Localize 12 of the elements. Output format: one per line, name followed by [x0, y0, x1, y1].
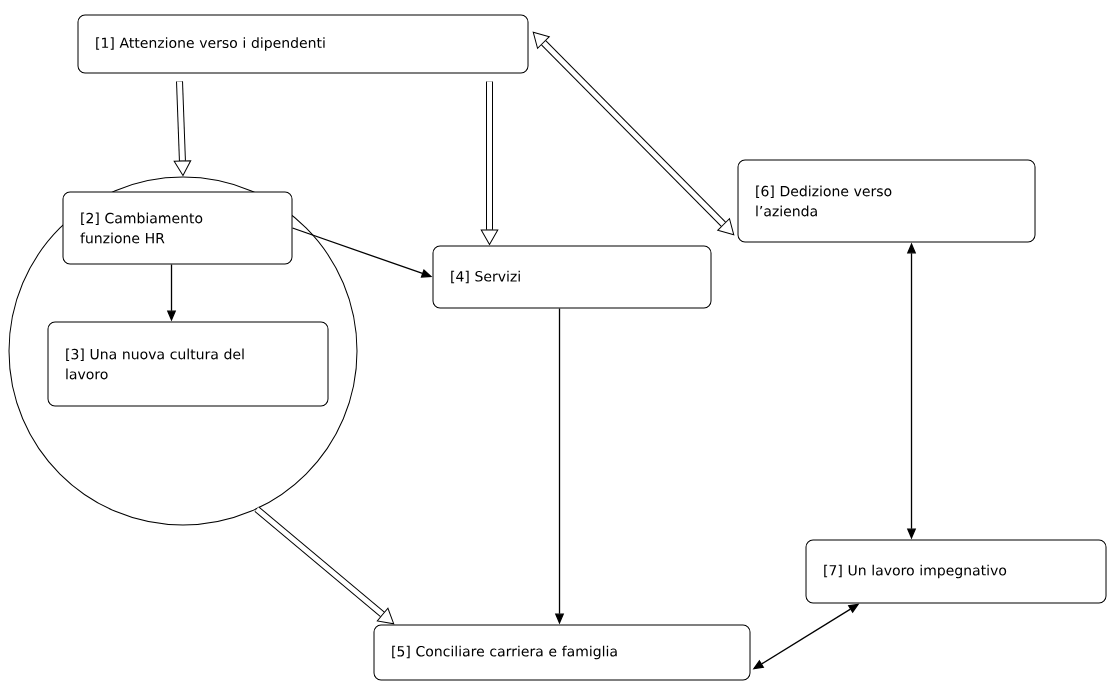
process-box: [5] Conciliare carriera e famiglia — [373, 624, 751, 681]
process-box: [6] Dedizione verso l’azienda — [737, 159, 1036, 243]
arrow — [173, 81, 192, 176]
process-box: [2] Cambiamento funzione HR — [62, 191, 293, 265]
arrow — [480, 81, 499, 245]
process-box: [7] Un lavoro impegnativo — [805, 539, 1107, 604]
arrow — [254, 506, 395, 625]
circle — [8, 176, 358, 526]
arrow — [532, 31, 735, 236]
process-box: [4] Servizi — [432, 245, 712, 309]
process-box: [3] Una nuova cultura del lavoro — [47, 321, 329, 407]
process-box: [1] Attenzione verso i dipendenti — [77, 14, 529, 74]
